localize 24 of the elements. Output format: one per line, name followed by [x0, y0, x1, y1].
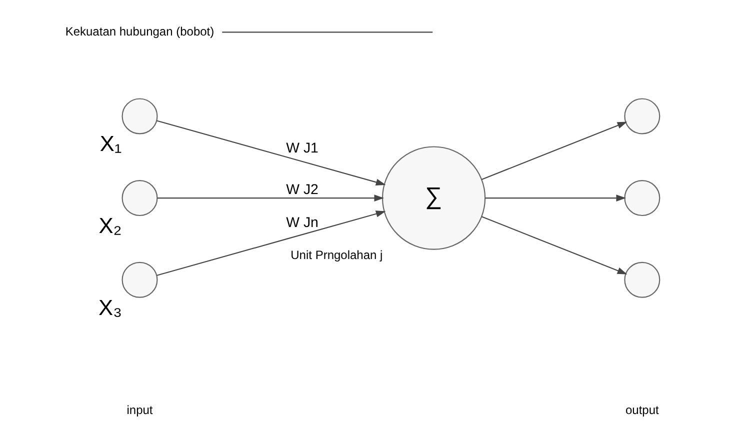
node-circle	[624, 180, 660, 216]
node-label: X₃	[98, 294, 122, 320]
arrow	[156, 210, 386, 276]
label: input	[126, 402, 153, 417]
arrow	[157, 194, 384, 202]
arrow	[485, 194, 626, 202]
arrow	[156, 120, 386, 186]
node-circle: ∑	[382, 146, 486, 250]
node-label: X₁	[100, 131, 122, 156]
node-circle	[122, 180, 158, 216]
node-circle	[122, 262, 158, 298]
node-label: X₂	[98, 212, 122, 238]
edge-label: W J1	[286, 140, 318, 157]
node-text: Kekuatan hubungan (bobot)	[65, 24, 214, 38]
arrow	[481, 122, 628, 180]
edge-label: W J2	[286, 182, 318, 198]
node-label: Unit Prngolahan j	[290, 248, 383, 262]
arrow	[481, 216, 628, 274]
edge-label: W Jn	[286, 214, 318, 231]
node-circle	[122, 98, 158, 134]
node-circle	[624, 98, 660, 134]
node-circle	[624, 262, 660, 298]
connector	[222, 32, 433, 33]
label: output	[625, 402, 659, 417]
